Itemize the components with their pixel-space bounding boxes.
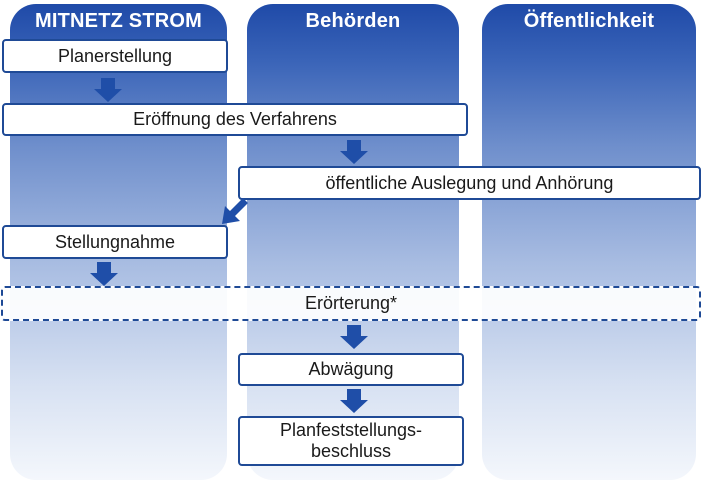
step-planfeststellungsbeschluss: Planfeststellungs- beschluss	[238, 416, 464, 466]
arrow-diagonal-down-left-icon	[222, 198, 248, 224]
step-eroerterung: Erörterung*	[1, 286, 701, 321]
step-abwaegung: Abwägung	[238, 353, 464, 386]
lane-title-behoerden: Behörden	[305, 10, 401, 32]
step-beschluss-line1: Planfeststellungs-	[279, 420, 423, 441]
arrow-down-icon	[340, 325, 368, 349]
step-auslegung-label: öffentliche Auslegung und Anhörung	[325, 172, 614, 193]
step-stellungnahme: Stellungnahme	[2, 225, 228, 259]
lane-title-mitnetz-strom: MITNETZ STROM	[34, 10, 203, 32]
step-auslegung: öffentliche Auslegung und Anhörung	[238, 166, 701, 200]
step-eroeffnung-label: Eröffnung des Verfahrens	[133, 109, 337, 130]
arrow-down-icon	[94, 78, 122, 102]
step-eroeffnung: Eröffnung des Verfahrens	[2, 103, 468, 136]
step-stellungnahme-label: Stellungnahme	[54, 231, 176, 252]
arrow-down-icon	[340, 389, 368, 413]
lane-oeffentlichkeit: Öffentlichkeit	[482, 4, 696, 480]
step-planerstellung: Planerstellung	[2, 39, 228, 73]
step-eroerterung-label: Erörterung*	[304, 293, 398, 314]
arrow-down-icon	[340, 140, 368, 164]
step-beschluss-line2: beschluss	[310, 441, 392, 461]
arrow-down-icon	[90, 262, 118, 286]
step-abwaegung-label: Abwägung	[308, 359, 394, 380]
step-planerstellung-label: Planerstellung	[57, 45, 173, 66]
lane-title-oeffentlichkeit: Öffentlichkeit	[523, 10, 655, 32]
